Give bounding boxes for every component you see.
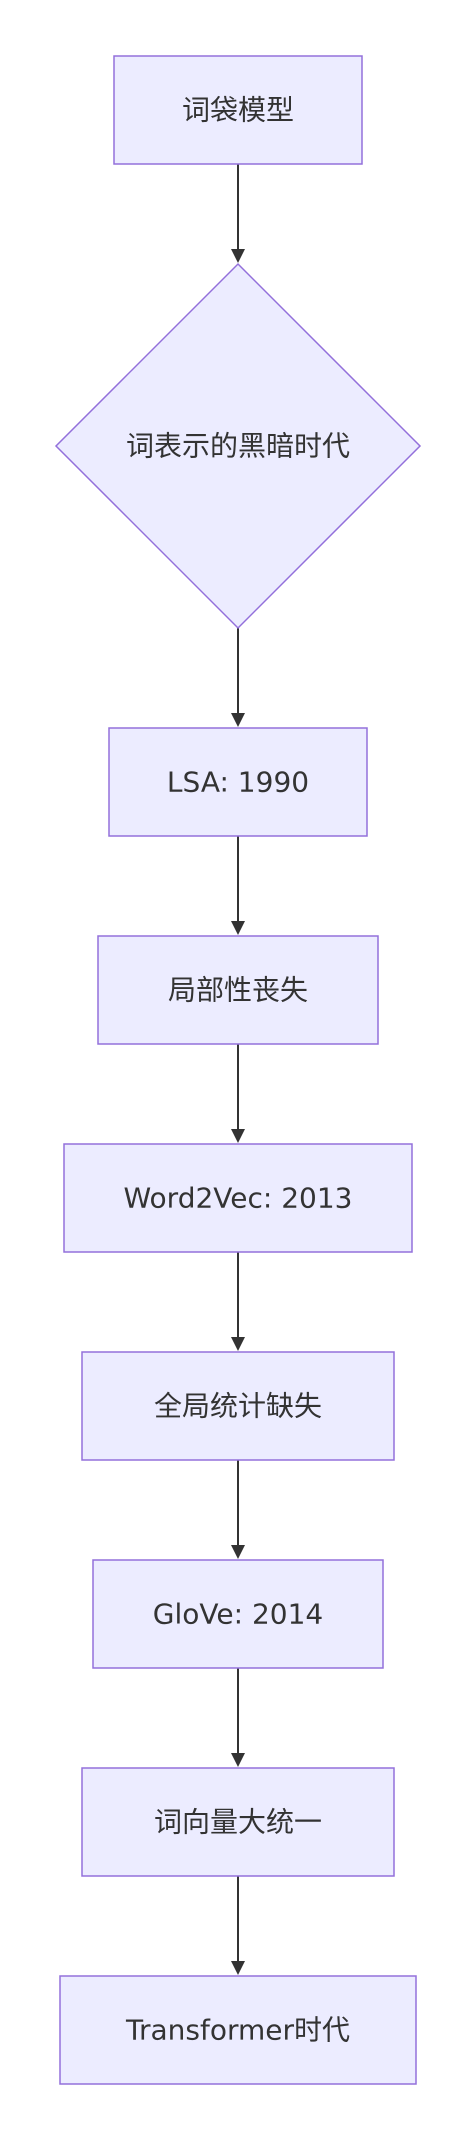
node-global: 全局统计缺失 <box>81 1351 395 1461</box>
node-glove-label: GloVe: 2014 <box>153 1598 323 1631</box>
node-dark-label: 词表示的黑暗时代 <box>126 430 350 463</box>
node-glove: GloVe: 2014 <box>92 1559 384 1669</box>
node-lsa: LSA: 1990 <box>108 727 368 837</box>
edge-lsa-local <box>231 836 245 935</box>
node-global-label: 全局统计缺失 <box>154 1390 322 1423</box>
edge-glove-unify <box>231 1668 245 1767</box>
arrowhead-icon <box>231 921 245 935</box>
node-bow-label: 词袋模型 <box>182 94 294 127</box>
node-local: 局部性丧失 <box>97 935 379 1045</box>
node-global-box <box>81 1351 395 1461</box>
arrowhead-icon <box>231 713 245 727</box>
node-unify-label: 词向量大统一 <box>154 1806 322 1839</box>
edge-local-w2v <box>231 1044 245 1143</box>
node-w2v-box <box>63 1143 413 1253</box>
arrowhead-icon <box>231 1129 245 1143</box>
node-transformer-label: Transformer时代 <box>125 2014 350 2047</box>
node-glove-box <box>92 1559 384 1669</box>
node-unify-box <box>81 1767 395 1877</box>
edge-bow-dark <box>231 164 245 263</box>
node-w2v-label: Word2Vec: 2013 <box>124 1182 353 1215</box>
node-bow-box <box>113 55 363 165</box>
node-w2v: Word2Vec: 2013 <box>63 1143 413 1253</box>
node-lsa-label: LSA: 1990 <box>167 766 309 799</box>
node-unify: 词向量大统一 <box>81 1767 395 1877</box>
arrowhead-icon <box>231 1961 245 1975</box>
arrowhead-icon <box>231 1545 245 1559</box>
edge-global-glove <box>231 1460 245 1559</box>
arrowhead-icon <box>231 1753 245 1767</box>
node-transformer-box <box>59 1975 417 2085</box>
edges-layer <box>231 164 245 1975</box>
edge-dark-lsa <box>231 628 245 727</box>
arrowhead-icon <box>231 1337 245 1351</box>
node-local-box <box>97 935 379 1045</box>
edge-unify-transformer <box>231 1876 245 1975</box>
node-dark-diamond <box>54 262 422 630</box>
node-local-label: 局部性丧失 <box>168 974 308 1007</box>
node-dark: 词表示的黑暗时代 <box>54 262 422 630</box>
node-bow: 词袋模型 <box>113 55 363 165</box>
node-lsa-box <box>108 727 368 837</box>
node-transformer: Transformer时代 <box>59 1975 417 2085</box>
arrowhead-icon <box>231 249 245 263</box>
edge-w2v-global <box>231 1252 245 1351</box>
